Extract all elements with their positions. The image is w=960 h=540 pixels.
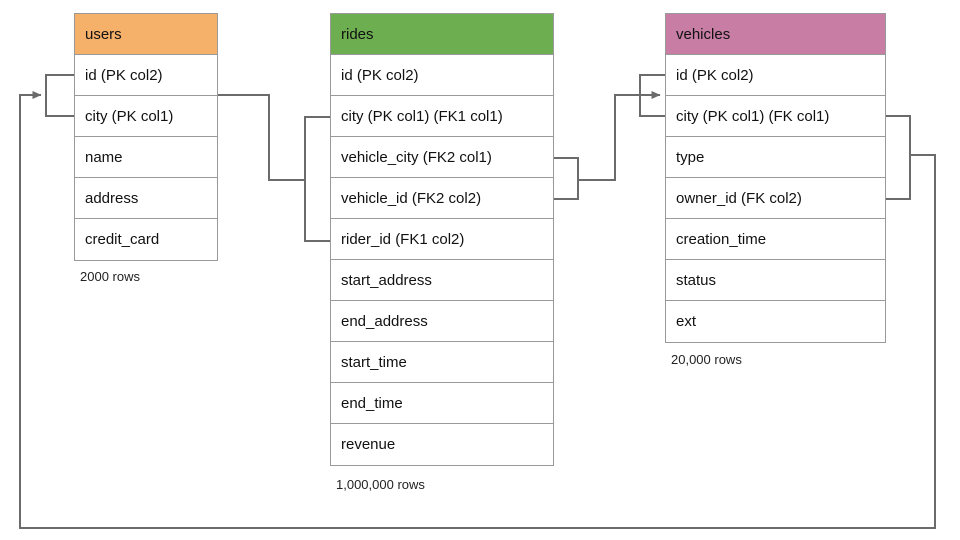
table-vehicles-column-ext[interactable]: ext	[666, 301, 885, 342]
table-users-column-name[interactable]: name	[75, 137, 217, 178]
table-vehicles-column-city[interactable]: city (PK col1) (FK col1)	[666, 96, 885, 137]
table-users-row-count: 2000 rows	[80, 269, 140, 284]
table-vehicles-header: vehicles	[666, 14, 885, 55]
table-rides-column-city[interactable]: city (PK col1) (FK1 col1)	[331, 96, 553, 137]
table-vehicles-column-type[interactable]: type	[666, 137, 885, 178]
table-vehicles-column-status[interactable]: status	[666, 260, 885, 301]
table-users-header: users	[75, 14, 217, 55]
table-rides-column-start-address[interactable]: start_address	[331, 260, 553, 301]
table-vehicles[interactable]: vehicles id (PK col2) city (PK col1) (FK…	[665, 13, 886, 343]
table-users-column-credit-card[interactable]: credit_card	[75, 219, 217, 260]
table-rides-column-revenue[interactable]: revenue	[331, 424, 553, 465]
table-users[interactable]: users id (PK col2) city (PK col1) name a…	[74, 13, 218, 261]
table-rides-column-vehicle-city[interactable]: vehicle_city (FK2 col1)	[331, 137, 553, 178]
table-rides-column-end-time[interactable]: end_time	[331, 383, 553, 424]
table-users-column-address[interactable]: address	[75, 178, 217, 219]
table-vehicles-column-creation-time[interactable]: creation_time	[666, 219, 885, 260]
table-rides-column-id[interactable]: id (PK col2)	[331, 55, 553, 96]
table-vehicles-column-owner-id[interactable]: owner_id (FK col2)	[666, 178, 885, 219]
relationship-rides-fk2-to-vehicles	[554, 74, 665, 200]
table-vehicles-row-count: 20,000 rows	[671, 352, 742, 367]
table-rides-column-start-time[interactable]: start_time	[331, 342, 553, 383]
table-vehicles-column-id[interactable]: id (PK col2)	[666, 55, 885, 96]
table-rides-column-end-address[interactable]: end_address	[331, 301, 553, 342]
table-users-column-city[interactable]: city (PK col1)	[75, 96, 217, 137]
table-rides-header: rides	[331, 14, 553, 55]
table-rides-column-rider-id[interactable]: rider_id (FK1 col2)	[331, 219, 553, 260]
table-rides[interactable]: rides id (PK col2) city (PK col1) (FK1 c…	[330, 13, 554, 466]
table-users-column-id[interactable]: id (PK col2)	[75, 55, 217, 96]
table-rides-row-count: 1,000,000 rows	[336, 477, 425, 492]
table-rides-column-vehicle-id[interactable]: vehicle_id (FK2 col2)	[331, 178, 553, 219]
